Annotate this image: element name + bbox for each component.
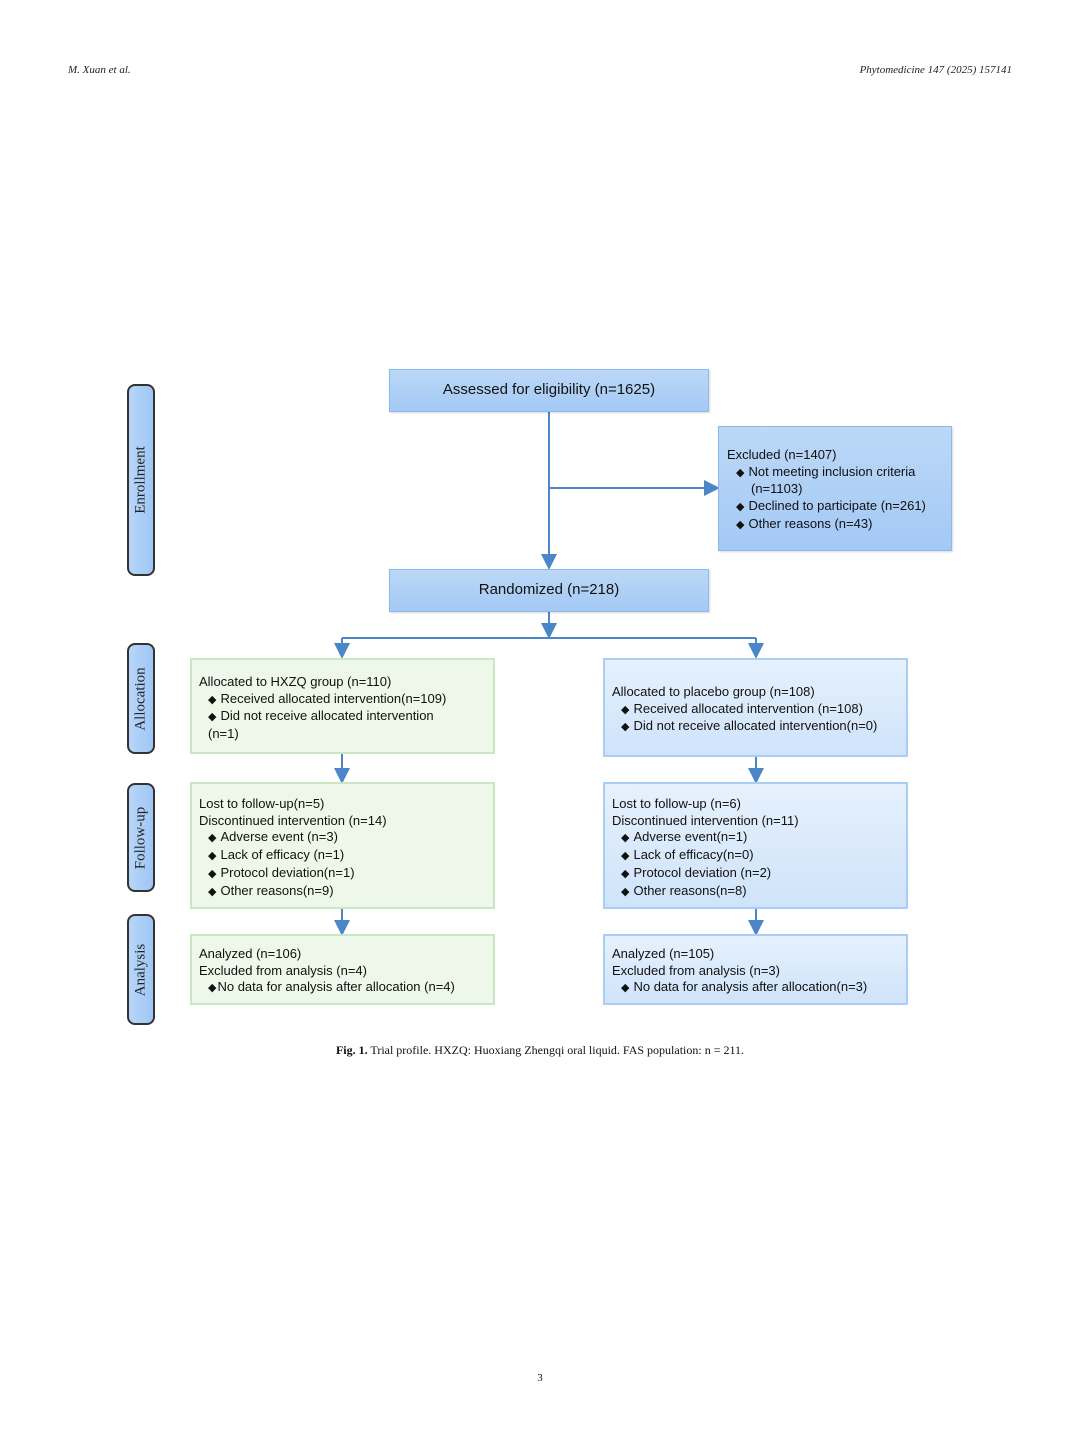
diamond-bullet-icon: ◆ bbox=[621, 832, 630, 845]
stage-label: Follow-up bbox=[132, 806, 149, 869]
placebo-allocation-box: Allocated to placebo group (n=108) ◆Rece… bbox=[603, 658, 908, 757]
randomized-box: Randomized (n=218) bbox=[389, 569, 709, 612]
diamond-bullet-icon: ◆ bbox=[208, 850, 217, 863]
list-item: Protocol deviation(n=1) bbox=[220, 864, 355, 880]
excluded-item: (n=1103) bbox=[751, 481, 803, 497]
stage-enrollment: Enrollment bbox=[127, 384, 155, 576]
list-item: Protocol deviation (n=2) bbox=[633, 864, 772, 880]
diamond-bullet-icon: ◆ bbox=[736, 518, 745, 531]
list-item: Received allocated intervention(n=109) bbox=[220, 690, 447, 706]
diamond-bullet-icon: ◆ bbox=[736, 466, 745, 479]
diamond-bullet-icon: ◆ bbox=[208, 693, 217, 706]
stage-label: Allocation bbox=[132, 666, 149, 731]
diamond-bullet-icon: ◆ bbox=[621, 721, 630, 734]
list-item: (n=1) bbox=[208, 726, 239, 742]
followup-line: Discontinued intervention (n=14) bbox=[199, 812, 387, 828]
stage-allocation: Allocation bbox=[127, 643, 155, 754]
placebo-allocation-title: Allocated to placebo group (n=108) bbox=[612, 684, 815, 699]
excluded-item: Not meeting inclusion criteria bbox=[748, 463, 916, 479]
list-item: Lack of efficacy (n=1) bbox=[220, 847, 345, 863]
stage-label: Analysis bbox=[132, 943, 149, 996]
diamond-bullet-icon: ◆ bbox=[621, 982, 630, 995]
hxzq-followup-box: Lost to follow-up(n=5) Discontinued inte… bbox=[190, 782, 495, 909]
analysis-line: Excluded from analysis (n=4) bbox=[199, 962, 367, 978]
list-item: Lack of efficacy(n=0) bbox=[633, 847, 754, 863]
analysis-line: Excluded from analysis (n=3) bbox=[612, 962, 780, 978]
excluded-title: Excluded (n=1407) bbox=[727, 447, 837, 462]
stage-analysis: Analysis bbox=[127, 914, 155, 1025]
hxzq-allocation-title: Allocated to HXZQ group (n=110) bbox=[199, 674, 392, 689]
diamond-bullet-icon: ◆ bbox=[208, 867, 217, 880]
placebo-followup-box: Lost to follow-up (n=6) Discontinued int… bbox=[603, 782, 908, 909]
list-item: Did not receive allocated intervention bbox=[220, 708, 434, 724]
diamond-bullet-icon: ◆ bbox=[208, 885, 217, 898]
running-header-journal: Phytomedicine 147 (2025) 157141 bbox=[859, 64, 1012, 76]
analysis-line: Analyzed (n=106) bbox=[199, 946, 302, 961]
diamond-bullet-icon: ◆ bbox=[208, 982, 217, 995]
diamond-bullet-icon: ◆ bbox=[621, 867, 630, 880]
figure-caption: Fig. 1. Trial profile. HXZQ: Huoxiang Zh… bbox=[0, 1043, 1080, 1058]
list-item: Other reasons(n=9) bbox=[220, 882, 334, 898]
diamond-bullet-icon: ◆ bbox=[208, 832, 217, 845]
diamond-bullet-icon: ◆ bbox=[621, 703, 630, 716]
list-item: Did not receive allocated intervention(n… bbox=[633, 718, 878, 734]
followup-line: Lost to follow-up (n=6) bbox=[612, 796, 741, 811]
diamond-bullet-icon: ◆ bbox=[621, 885, 630, 898]
list-item: No data for analysis after allocation(n=… bbox=[633, 979, 868, 995]
list-item: Adverse event (n=3) bbox=[220, 829, 338, 845]
excluded-box: Excluded (n=1407) ◆Not meeting inclusion… bbox=[718, 426, 952, 551]
page-number: 3 bbox=[537, 1372, 543, 1384]
running-header-authors: M. Xuan et al. bbox=[68, 64, 131, 76]
diamond-bullet-icon: ◆ bbox=[621, 850, 630, 863]
hxzq-analysis-box: Analyzed (n=106) Excluded from analysis … bbox=[190, 934, 495, 1005]
caption-text: Trial profile. HXZQ: Huoxiang Zhengqi or… bbox=[367, 1043, 745, 1057]
stage-label: Enrollment bbox=[132, 446, 149, 514]
assessed-box: Assessed for eligibility (n=1625) bbox=[389, 369, 709, 412]
placebo-analysis-box: Analyzed (n=105) Excluded from analysis … bbox=[603, 934, 908, 1005]
hxzq-allocation-box: Allocated to HXZQ group (n=110) ◆Receive… bbox=[190, 658, 495, 754]
excluded-item: Declined to participate (n=261) bbox=[748, 498, 926, 514]
list-item: Other reasons(n=8) bbox=[633, 882, 747, 898]
list-item: Received allocated intervention (n=108) bbox=[633, 700, 863, 716]
caption-label: Fig. 1. bbox=[335, 1043, 368, 1057]
followup-line: Discontinued intervention (n=11) bbox=[612, 812, 799, 828]
followup-line: Lost to follow-up(n=5) bbox=[199, 796, 325, 811]
randomized-text: Randomized (n=218) bbox=[478, 581, 620, 599]
assessed-text: Assessed for eligibility (n=1625) bbox=[442, 381, 656, 399]
list-item: No data for analysis after allocation (n… bbox=[217, 979, 455, 995]
diamond-bullet-icon: ◆ bbox=[736, 501, 745, 514]
analysis-line: Analyzed (n=105) bbox=[612, 946, 715, 961]
list-item: Adverse event(n=1) bbox=[633, 829, 748, 845]
excluded-item: Other reasons (n=43) bbox=[748, 515, 873, 531]
diamond-bullet-icon: ◆ bbox=[208, 711, 217, 724]
stage-follow-up: Follow-up bbox=[127, 783, 155, 892]
